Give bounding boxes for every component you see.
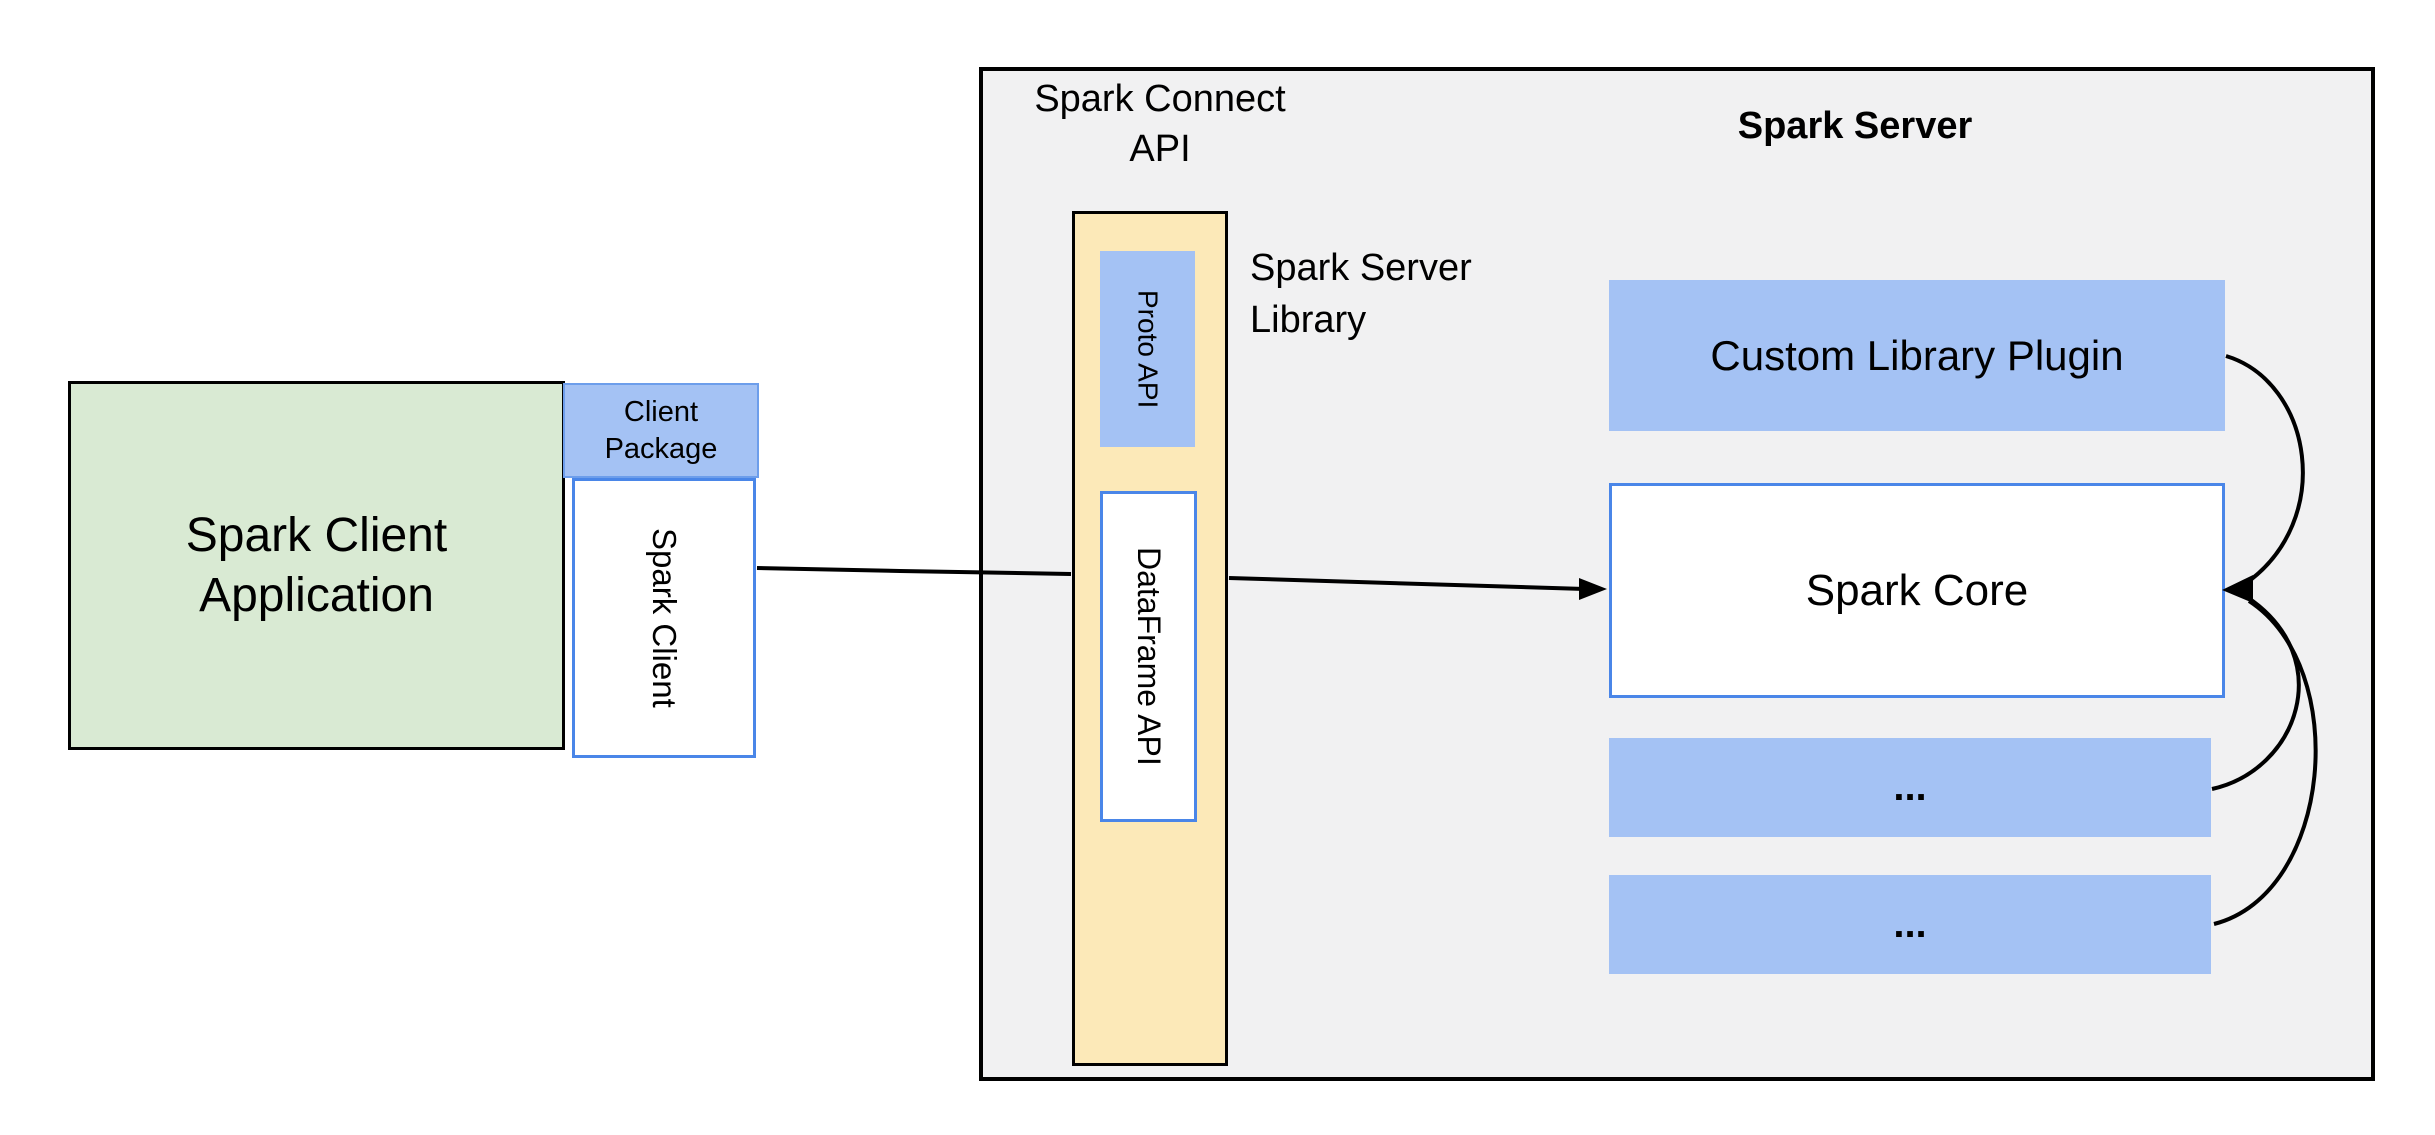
spark-server-library-label: Spark Server Library <box>1250 247 1472 341</box>
more-plugins-box-2: ... <box>1609 875 2211 974</box>
spark-client-application-label: Spark Client Application <box>185 508 448 622</box>
custom-library-plugin-label: Custom Library Plugin <box>1710 331 2124 379</box>
spark-client-label: Spark Client <box>646 528 683 708</box>
spark-server-title: Spark Server <box>1737 105 1973 147</box>
spark-core-box: Spark Core <box>1609 483 2225 698</box>
dataframe-api-label: DataFrame API <box>1131 547 1167 766</box>
custom-library-plugin-box: Custom Library Plugin <box>1609 280 2225 431</box>
spark-core-label: Spark Core <box>1805 565 2029 615</box>
spark-connect-api-label: Spark Connect API <box>1034 78 1286 170</box>
more-plugins-label-1: ... <box>1893 765 1927 809</box>
proto-api-box: Proto API <box>1100 251 1195 447</box>
client-package-label: Client Package <box>604 395 718 465</box>
more-plugins-box-1: ... <box>1609 738 2211 837</box>
spark-client-application-box: Spark Client Application <box>68 381 565 750</box>
dataframe-api-box: DataFrame API <box>1100 491 1197 822</box>
spark-client-box: Spark Client <box>572 478 756 758</box>
client-package-box: Client Package <box>563 383 759 478</box>
proto-api-label: Proto API <box>1132 289 1164 409</box>
more-plugins-label-2: ... <box>1893 902 1927 946</box>
